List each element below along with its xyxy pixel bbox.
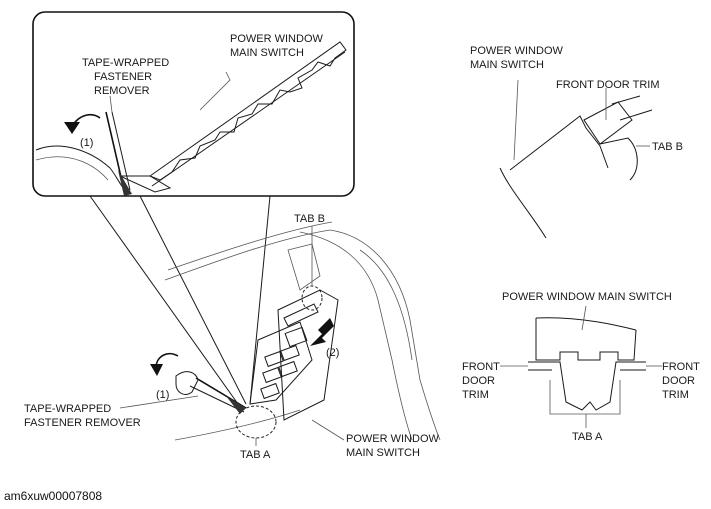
figure-id: am6xuw00007808 xyxy=(4,489,102,503)
detail-a-tab-label: TAB A xyxy=(572,431,603,443)
detail-tab-a: POWER WINDOW MAIN SWITCH FRONT DOOR TRIM… xyxy=(462,291,700,443)
inset-leader-switch xyxy=(199,71,231,111)
switch-btn-5 xyxy=(260,382,280,400)
inset-trim-surface-2 xyxy=(35,156,109,181)
detail-a-trim-right-2: DOOR xyxy=(662,375,695,387)
inset-step-label: (1) xyxy=(80,137,93,149)
inset-switch-edge xyxy=(151,51,346,187)
main-tab-a-label: TAB A xyxy=(240,449,271,461)
inset-leader-remover xyxy=(109,95,113,113)
inset-frame xyxy=(32,11,355,197)
switch-btn-2 xyxy=(280,344,300,362)
inset-remover-label-2: FASTENER xyxy=(94,71,152,83)
tab-a-circle xyxy=(235,405,277,439)
main-door-view: TAB B (2) (1) TAPE-WRAPPED FASTENER REMO… xyxy=(24,213,441,461)
detail-a-switch-body xyxy=(535,318,637,361)
detail-a-trim-right-1: FRONT xyxy=(662,361,700,373)
inset-remover-shaft-2 xyxy=(111,111,131,191)
tab-b-circle xyxy=(301,285,323,311)
projection-line-left xyxy=(89,195,239,405)
detail-tab-b: POWER WINDOW MAIN SWITCH FRONT DOOR TRIM… xyxy=(470,45,683,239)
detail-b-trim-label: FRONT DOOR TRIM xyxy=(556,79,659,91)
detail-a-trim-left-2: DOOR xyxy=(462,375,495,387)
switch-btn-4 xyxy=(278,360,298,378)
main-step-1-label: (1) xyxy=(156,389,169,401)
switch-top xyxy=(283,303,319,327)
pull-arrow xyxy=(310,318,334,346)
switch-btn-1 xyxy=(264,350,284,368)
detail-a-trim-right-3: TRIM xyxy=(662,389,689,401)
detail-a-tab xyxy=(528,361,646,411)
remover-shaft-2 xyxy=(189,385,245,413)
rotation-arrow-head xyxy=(150,364,163,376)
door-line-5 xyxy=(329,229,441,441)
main-switch-label-2: MAIN SWITCH xyxy=(346,447,420,459)
detail-b-switch-outline xyxy=(509,115,609,171)
detail-b-switch-label-2: MAIN SWITCH xyxy=(470,59,544,71)
remover-shaft xyxy=(195,377,247,409)
detail-a-trim-left-1: FRONT xyxy=(462,361,500,373)
switch-bezel xyxy=(249,321,313,405)
projection-line-mid xyxy=(139,195,247,405)
main-remover-label-1: TAPE-WRAPPED xyxy=(24,403,111,415)
main-switch-label-1: POWER WINDOW xyxy=(346,433,439,445)
switch-lock xyxy=(284,326,308,348)
inset-remover-label-3: REMOVER xyxy=(94,85,150,97)
remover-handle xyxy=(175,371,199,395)
door-line-1 xyxy=(164,229,331,281)
door-handle xyxy=(287,243,321,291)
projection-lines xyxy=(89,195,271,405)
detail-b-tab-label: TAB B xyxy=(652,141,683,153)
detail-b-tab xyxy=(599,137,638,181)
door-line-6 xyxy=(359,249,413,361)
detail-b-leader-switch xyxy=(513,79,519,161)
main-step-2-label: (2) xyxy=(326,347,339,359)
door-line-4 xyxy=(299,231,413,441)
armrest-panel xyxy=(277,289,339,421)
inset-arrow-head xyxy=(64,122,80,134)
door-line-3 xyxy=(174,409,301,441)
detail-a-switch-top xyxy=(535,317,637,331)
inset-switch-label-1: POWER WINDOW xyxy=(230,33,323,45)
door-line-2 xyxy=(167,221,333,271)
detail-a-leader-switch xyxy=(581,305,587,331)
detail-b-switch-curve xyxy=(499,167,547,239)
remover-tape xyxy=(226,396,246,414)
switch-leader xyxy=(311,419,345,441)
detail-b-trim-lines xyxy=(611,95,653,121)
detail-b-trim-block xyxy=(583,101,633,145)
inset-switch-label-2: MAIN SWITCH xyxy=(230,47,304,59)
inset-switch-body xyxy=(148,41,347,181)
projection-line-right xyxy=(249,195,271,405)
inset-remover-label-1: TAPE-WRAPPED xyxy=(82,57,169,69)
inset-tab xyxy=(119,175,172,193)
detail-a-trim-left-3: TRIM xyxy=(462,389,489,401)
main-tab-b-label: TAB B xyxy=(294,213,325,225)
detail-a-switch-label: POWER WINDOW MAIN SWITCH xyxy=(502,291,672,303)
inset-detail: POWER WINDOW MAIN SWITCH TAPE-WRAPPED FA… xyxy=(32,11,355,197)
detail-a-bracket xyxy=(549,380,621,415)
switch-btn-3 xyxy=(262,366,282,384)
main-remover-label-2: FASTENER REMOVER xyxy=(24,417,141,429)
inset-remover-tip xyxy=(118,170,132,196)
detail-b-switch-label-1: POWER WINDOW xyxy=(470,45,563,57)
remover-leader xyxy=(119,395,199,409)
